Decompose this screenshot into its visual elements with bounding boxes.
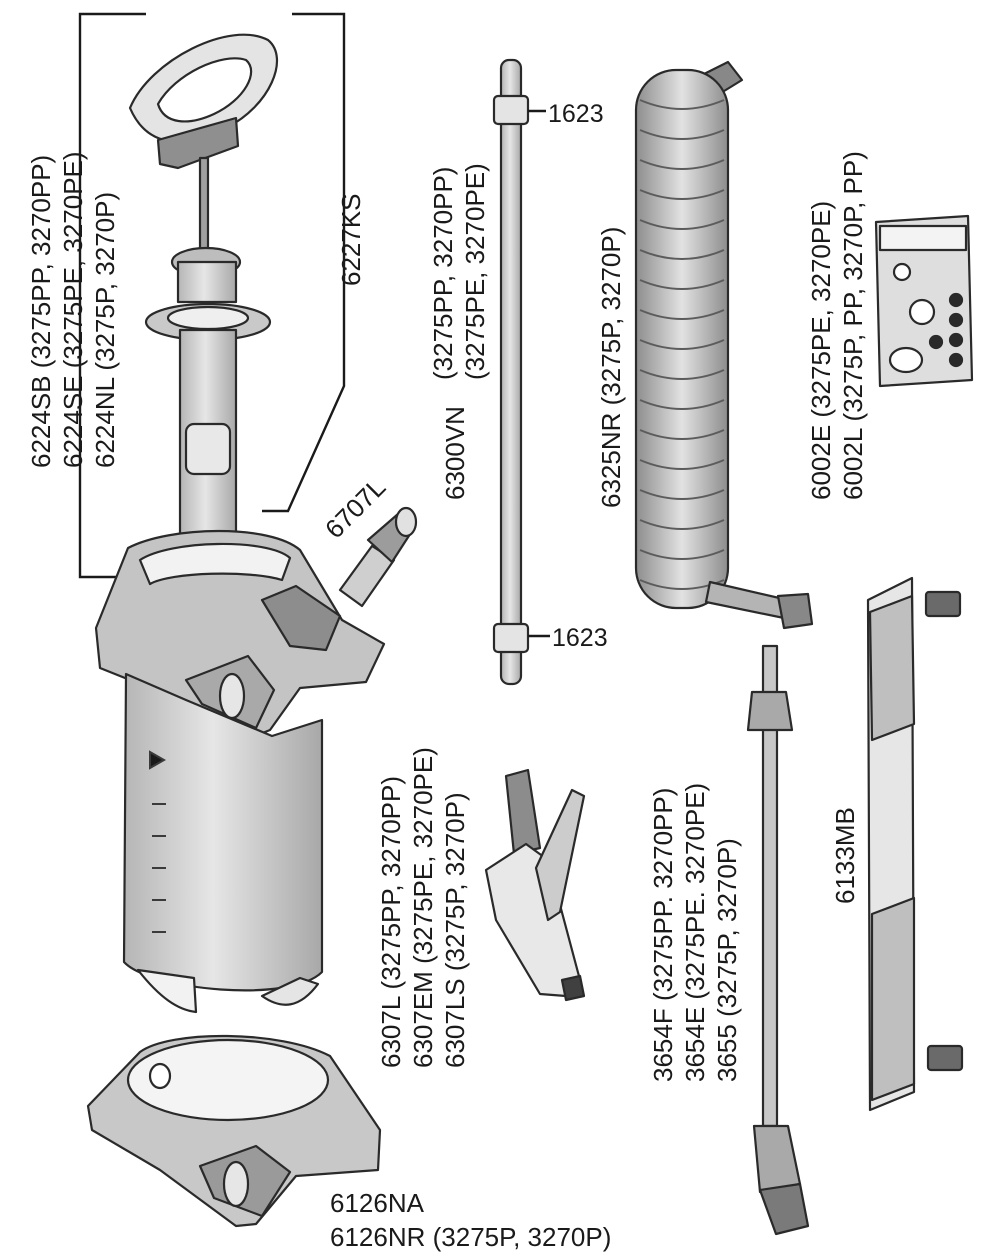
pump-ks-bracket (262, 12, 346, 513)
seal-kit-card (874, 214, 974, 388)
tank-base (86, 1034, 382, 1228)
label-pump-kit-3: 6224NL (3275P, 3270P) (90, 192, 120, 468)
straight-hose (492, 58, 550, 686)
label-lance-3: 3655 (3275P, 3270P) (712, 838, 742, 1082)
label-lance-1: 3654F (3275PP. 3270PP) (648, 788, 678, 1082)
pump-assembly (78, 12, 386, 1014)
spray-lance (746, 644, 810, 1236)
strap-buckle-top (924, 590, 962, 618)
label-base-2: 6126NR (3275P, 3270P) (330, 1222, 611, 1252)
label-hose-vn-2: (3275PE, 3270PE) (460, 163, 490, 380)
label-coil-hose: 6325NR (3275P, 3270P) (596, 227, 626, 508)
label-pump-kit-1: 6224SB (3275PP, 3270PP) (26, 155, 56, 468)
shoulder-strap (866, 576, 964, 1112)
label-base-1: 6126NA (330, 1188, 425, 1218)
label-pump-kit-2: 6224SE (3275PE, 3270PE) (58, 151, 88, 468)
label-fitting-bottom: 1623 (552, 624, 608, 652)
coil-hose (634, 60, 814, 630)
label-pump-ks: 6227KS (336, 193, 366, 286)
pump-cap (144, 246, 272, 342)
pump-kit-bracket (78, 12, 146, 579)
label-handle-3: 6307LS (3275P, 3270P) (440, 792, 470, 1068)
label-seal-kit-1: 6002E (3275PE, 3270PE) (806, 201, 836, 500)
pump-piston (184, 422, 232, 476)
label-fitting-top: 1623 (548, 100, 604, 128)
strap-buckle-bottom (926, 1044, 964, 1072)
spray-handle (484, 768, 586, 1002)
fitting-top-part (492, 94, 530, 126)
label-strap: 6133MB (830, 807, 860, 904)
label-hose-vn-1: (3275PP, 3270PP) (428, 167, 458, 380)
valve-part (338, 506, 418, 608)
label-hose-vn: 6300VN (440, 406, 470, 500)
label-seal-kit-2: 6002L (3275P, PP, 3270P, PP) (838, 151, 868, 500)
tank-scale-marks (149, 750, 167, 933)
label-handle-2: 6307EM (3275PE, 3270PE) (408, 747, 438, 1068)
label-handle-1: 6307L (3275PP, 3270PP) (376, 776, 406, 1068)
tank-body (122, 672, 324, 992)
fitting-bottom-part (492, 622, 530, 654)
label-lance-2: 3654E (3275PE. 3270PE) (680, 783, 710, 1082)
pump-handle (128, 33, 279, 170)
